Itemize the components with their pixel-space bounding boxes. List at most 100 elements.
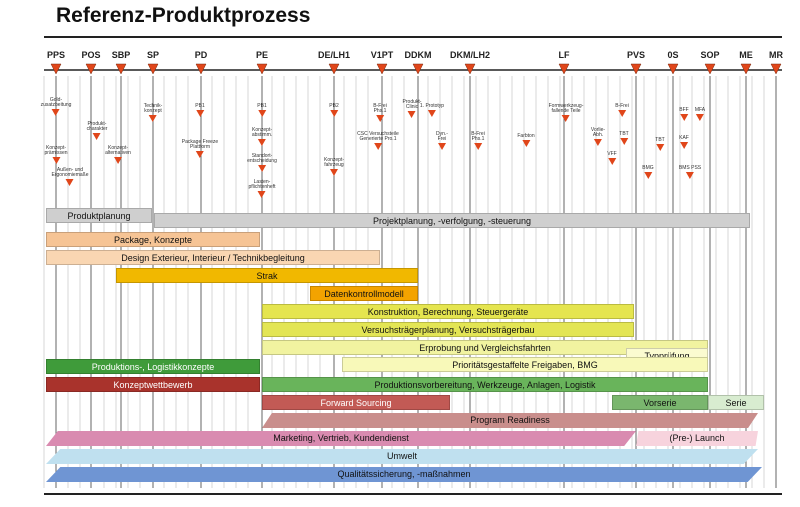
milestone-marker-icon xyxy=(464,63,476,75)
milestone-marker-icon xyxy=(328,63,340,75)
phase-bar: Design Exterieur, Interieur / Technikbeg… xyxy=(46,250,380,265)
activity-note: BMS PSS xyxy=(679,166,701,179)
activity-note: Produkt- charakter xyxy=(86,121,108,140)
activity-note: Konzept- fahrzeug xyxy=(324,158,344,176)
phase-bar: Projektplanung, -verfolgung, -steuerung xyxy=(154,213,750,228)
phase-bar: Strak xyxy=(116,268,418,283)
activity-label: Konzept- abstimm. xyxy=(251,127,273,138)
activity-label: B-Frei xyxy=(615,103,629,109)
activity-label: B-Frei Phs.1 xyxy=(471,131,485,142)
activity-marker-icon xyxy=(329,110,338,117)
activity-marker-icon xyxy=(655,144,664,151)
activity-label: B-Frei Phs.1 xyxy=(373,103,387,114)
activity-note: BMG xyxy=(642,165,654,179)
phase-bar: Produktions-, Logistikkonzepte xyxy=(46,359,260,374)
activity-label: BMS PSS xyxy=(678,165,702,171)
activity-marker-icon xyxy=(679,142,688,149)
activity-marker-icon xyxy=(257,110,266,117)
activity-marker-icon xyxy=(66,179,74,186)
milestone-label: ME xyxy=(739,50,753,60)
activity-marker-icon xyxy=(113,157,122,164)
activity-label: Produkt- charakter xyxy=(86,121,108,132)
activity-marker-icon xyxy=(93,133,101,140)
milestone-marker-icon xyxy=(770,63,782,75)
activity-note: Standort- entscheidung xyxy=(247,154,277,172)
activity-marker-icon xyxy=(149,115,157,122)
milestone-label: POS xyxy=(81,50,101,60)
activity-note: Konzept- alternativen xyxy=(105,146,131,164)
activity-marker-icon xyxy=(195,110,204,117)
activity-marker-icon xyxy=(51,109,60,116)
milestone-label: MR xyxy=(769,50,783,60)
milestone-marker-icon xyxy=(376,63,388,75)
milestone-marker-icon xyxy=(704,63,716,75)
activity-marker-icon xyxy=(618,110,626,117)
milestone-marker-icon xyxy=(667,63,679,75)
milestone-label: PPS xyxy=(46,50,66,60)
activity-label: Konzept- fahrzeug xyxy=(323,157,345,168)
activity-note: TBT xyxy=(655,137,665,151)
phase-bar: Produktionsvorbereitung, Werkzeuge, Anla… xyxy=(262,377,708,392)
activity-marker-icon xyxy=(619,138,628,145)
activity-label: PB2 xyxy=(329,103,339,109)
activity-note: B-Frei Phs.1 xyxy=(373,104,387,122)
milestone-marker-icon xyxy=(558,63,570,75)
activity-label: Konzept- prämissen xyxy=(44,145,68,156)
phase-bar: Datenkontrollmodell xyxy=(310,286,418,301)
activity-marker-icon xyxy=(607,158,616,165)
activity-note: VFF xyxy=(607,152,617,165)
phase-bar: Vorserie xyxy=(612,395,708,410)
milestone-marker-icon xyxy=(50,63,62,75)
phase-bar: Prioritätsgestaffelte Freigaben, BMG xyxy=(342,357,708,372)
activity-note: Gold- zusatzbeitung xyxy=(41,98,71,116)
milestone-label: V1PT xyxy=(370,50,394,60)
milestone-label: SP xyxy=(146,50,160,60)
activity-label: CSC Versuchsteile Generierte Pro.1 xyxy=(357,131,399,142)
activity-note: Außen- und Ergonomiemaße xyxy=(52,168,88,186)
activity-label: Produkt- Clinic xyxy=(402,99,422,110)
milestone-label: PE xyxy=(255,50,269,60)
milestone-marker-icon xyxy=(147,63,159,75)
activity-note: PB1 xyxy=(257,104,267,117)
activity-marker-icon xyxy=(696,114,704,121)
phase-bar: Program Readiness xyxy=(262,413,758,428)
activity-marker-icon xyxy=(521,140,530,147)
milestone-label: LF xyxy=(558,50,570,60)
phase-bar: Konstruktion, Berechnung, Steuergeräte xyxy=(262,304,634,319)
phase-bar: Umwelt xyxy=(46,449,758,464)
milestone-marker-icon xyxy=(412,63,424,75)
activity-label: Formwerkzeug- fallende Teile xyxy=(548,103,584,114)
activity-note: BFF xyxy=(679,108,689,121)
milestone-label: DE/LH1 xyxy=(317,50,351,60)
activity-marker-icon xyxy=(594,139,602,146)
activity-label: TBT xyxy=(619,131,629,137)
activity-note: B-Frei Phs.1 xyxy=(471,132,485,150)
milestone-label: SOP xyxy=(700,50,720,60)
activity-label: PB1 xyxy=(195,103,205,109)
activity-label: Standort- entscheidung xyxy=(247,153,277,164)
activity-marker-icon xyxy=(643,172,652,179)
milestone-label: DDKM xyxy=(404,50,432,60)
activity-label: BMG xyxy=(642,165,654,171)
activity-note: CSC Versuchsteile Generierte Pro.1 xyxy=(357,132,399,150)
activity-marker-icon xyxy=(195,151,204,158)
activity-label: Dyn.- Frei xyxy=(436,131,448,142)
milestone-marker-icon xyxy=(195,63,207,75)
page-title: Referenz-Produktprozess xyxy=(56,4,311,27)
milestone-label: PVS xyxy=(626,50,646,60)
milestone-marker-icon xyxy=(85,63,97,75)
activity-label: Technik- konzept xyxy=(143,103,163,114)
activity-note: Vorlie- Abh. xyxy=(591,128,605,146)
activity-note: MFA xyxy=(695,108,705,121)
activity-marker-icon xyxy=(374,143,382,150)
activity-marker-icon xyxy=(258,139,266,146)
phase-bar: Erprobung und Vergleichsfahrten xyxy=(262,340,708,355)
activity-marker-icon xyxy=(685,172,694,179)
activity-marker-icon xyxy=(679,114,688,121)
activity-note: Dyn.- Frei xyxy=(436,132,448,150)
activity-marker-icon xyxy=(258,191,266,198)
activity-label: TBT xyxy=(655,137,665,143)
phase-bar: (Pre-) Launch xyxy=(636,431,758,446)
milestone-marker-icon xyxy=(740,63,752,75)
activity-label: Konzept- alternativen xyxy=(105,145,131,156)
